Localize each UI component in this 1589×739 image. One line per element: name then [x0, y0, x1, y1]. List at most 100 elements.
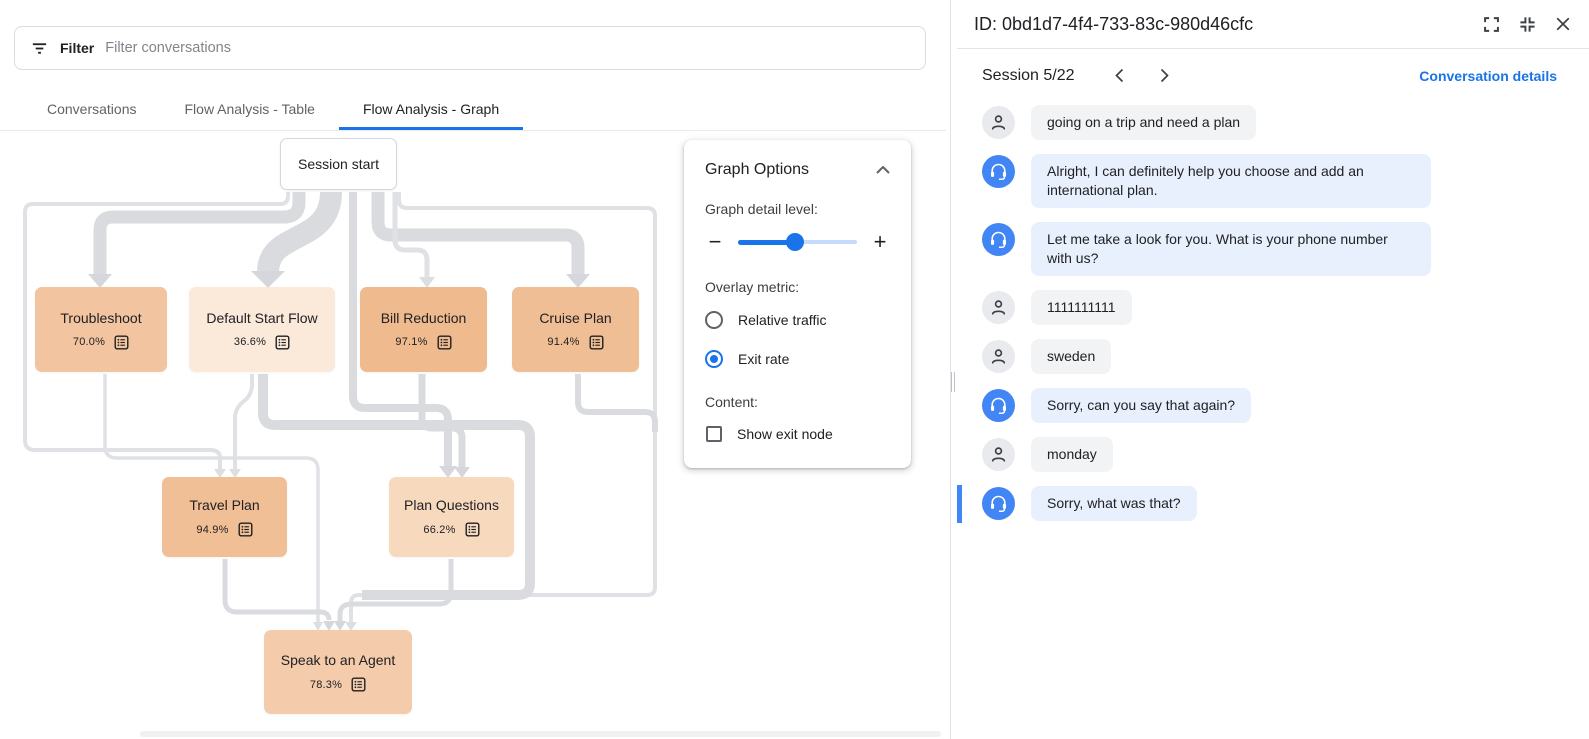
- flow-edge: [257, 191, 342, 274]
- flow-edge: [93, 192, 306, 275]
- tab-flow-analysis-table[interactable]: Flow Analysis - Table: [184, 101, 315, 117]
- user-avatar: [982, 106, 1015, 139]
- exit-rate-value: 97.1%: [395, 336, 428, 348]
- user-avatar-icon: [991, 115, 1006, 130]
- flow-edge: [349, 192, 657, 622]
- tab-bar: Conversations Flow Analysis - Table Flow A…: [0, 88, 946, 131]
- collapse-options-icon[interactable]: [876, 166, 890, 174]
- increase-detail-button[interactable]: +: [873, 229, 887, 254]
- user-avatar: [982, 340, 1015, 373]
- flow-edge-arrow: [88, 274, 112, 288]
- filter-icon: [32, 42, 47, 54]
- node-details-icon[interactable]: [589, 335, 604, 350]
- option-label: Exit rate: [738, 351, 790, 367]
- flow-node-stats: 97.1%: [395, 335, 452, 350]
- agent-avatar: [982, 155, 1015, 188]
- flow-node-stats: 36.6%: [234, 335, 290, 350]
- checkbox-show-exit-node[interactable]: [706, 426, 722, 442]
- user-avatar-icon: [991, 349, 1006, 364]
- message-bubble[interactable]: going on a trip and need a plan: [1031, 105, 1257, 140]
- resize-grip-icon[interactable]: [951, 372, 955, 392]
- message-bubble[interactable]: Alright, I can definitely help you choos…: [1031, 154, 1431, 208]
- close-panel-icon[interactable]: [1555, 16, 1571, 32]
- node-details-icon[interactable]: [351, 677, 366, 692]
- node-details-icon[interactable]: [465, 522, 480, 537]
- message-bubble[interactable]: sweden: [1031, 339, 1112, 374]
- flow-node-default-start-flow[interactable]: Default Start Flow 36.6%: [189, 287, 335, 372]
- flow-node-label: Default Start Flow: [206, 309, 318, 326]
- message-bubble[interactable]: Sorry, what was that?: [1031, 486, 1197, 521]
- agent-avatar: [982, 389, 1015, 422]
- overlay-option-relative-traffic[interactable]: Relative traffic: [705, 311, 890, 329]
- user-message: going on a trip and need a plan: [982, 105, 1565, 140]
- decrease-detail-button[interactable]: −: [708, 229, 722, 254]
- exit-rate-value: 91.4%: [547, 336, 580, 348]
- option-label: Relative traffic: [738, 312, 827, 328]
- user-avatar: [982, 438, 1015, 471]
- exit-fullscreen-icon[interactable]: [1519, 16, 1536, 33]
- exit-rate-value: 36.6%: [233, 336, 267, 348]
- tab-conversations[interactable]: Conversations: [47, 101, 137, 117]
- detail-level-label: Graph detail level:: [705, 201, 818, 217]
- message-bubble[interactable]: Sorry, can you say that again?: [1031, 388, 1252, 423]
- node-details-icon[interactable]: [114, 335, 129, 350]
- content-option-show-exit-node[interactable]: Show exit node: [705, 426, 890, 442]
- agent-message: Let me take a look for you. What is your…: [982, 222, 1565, 276]
- node-details-icon[interactable]: [238, 522, 253, 537]
- agent-headset-icon: [990, 495, 1007, 513]
- option-label: Show exit node: [737, 426, 833, 442]
- agent-avatar: [982, 223, 1015, 256]
- agent-avatar: [982, 487, 1015, 520]
- message-list: going on a trip and need a plan Alright,…: [957, 99, 1589, 739]
- slider-knob[interactable]: [786, 233, 805, 251]
- flow-node-session-start[interactable]: Session start: [280, 138, 397, 190]
- flow-edge: [222, 559, 332, 621]
- conversation-detail-panel: ID: 0bd1d7-4f4-733-83c-980d46cfc Session…: [957, 0, 1589, 739]
- flow-edge-arrow: [566, 274, 590, 288]
- slider-fill: [738, 239, 796, 245]
- panel-resize-divider[interactable]: [949, 0, 957, 739]
- radio-exit-rate-selected[interactable]: [705, 350, 723, 368]
- filter-bar[interactable]: Filter Filter conversations: [14, 26, 926, 70]
- horizontal-scrollbar[interactable]: [140, 731, 941, 737]
- flow-node-stats: 70.0%: [73, 335, 129, 350]
- exit-rate-value: 94.9%: [196, 523, 229, 536]
- exit-rate-value: 66.2%: [423, 523, 456, 536]
- conversation-id-title: ID: 0bd1d7-4f4-733-83c-980d46cfc: [974, 13, 1254, 34]
- node-details-icon[interactable]: [437, 335, 452, 350]
- tab-flow-analysis-graph[interactable]: Flow Analysis - Graph: [339, 88, 523, 130]
- user-message: monday: [982, 437, 1565, 472]
- flow-analysis-pane: Filter Filter conversations Conversation…: [0, 26, 946, 737]
- flow-node-bill-reduction[interactable]: Bill Reduction 97.1%: [360, 287, 487, 372]
- overlay-option-exit-rate[interactable]: Exit rate: [705, 350, 890, 368]
- detail-panel-header: ID: 0bd1d7-4f4-733-83c-980d46cfc: [957, 0, 1589, 49]
- message-bubble[interactable]: 1111111111: [1031, 290, 1132, 325]
- message-bubble[interactable]: monday: [1031, 437, 1113, 472]
- agent-headset-icon: [990, 231, 1007, 249]
- conversation-details-link[interactable]: Conversation details: [1419, 67, 1557, 84]
- flow-node-label: Bill Reduction: [380, 309, 467, 326]
- flow-node-label: Speak to an Agent: [280, 652, 396, 668]
- agent-message: Sorry, can you say that again?: [982, 388, 1565, 423]
- node-details-icon[interactable]: [275, 335, 290, 350]
- detail-level-slider[interactable]: [738, 233, 857, 251]
- next-session-button[interactable]: [1146, 64, 1183, 87]
- session-counter: Session 5/22: [982, 66, 1075, 84]
- overlay-metric-label: Overlay metric:: [705, 279, 800, 295]
- flow-edge: [337, 559, 454, 621]
- expand-fullscreen-icon[interactable]: [1483, 16, 1500, 33]
- previous-session-button[interactable]: [1101, 64, 1138, 87]
- filter-conversations-input[interactable]: Filter conversations: [105, 40, 231, 56]
- flow-edge: [575, 374, 658, 432]
- user-avatar-icon: [991, 300, 1006, 315]
- radio-relative-traffic[interactable]: [705, 311, 723, 329]
- session-nav-row: Session 5/22 Conversation details: [957, 49, 1589, 99]
- message-bubble[interactable]: Let me take a look for you. What is your…: [1031, 222, 1431, 276]
- flow-edge-arrow: [251, 271, 285, 288]
